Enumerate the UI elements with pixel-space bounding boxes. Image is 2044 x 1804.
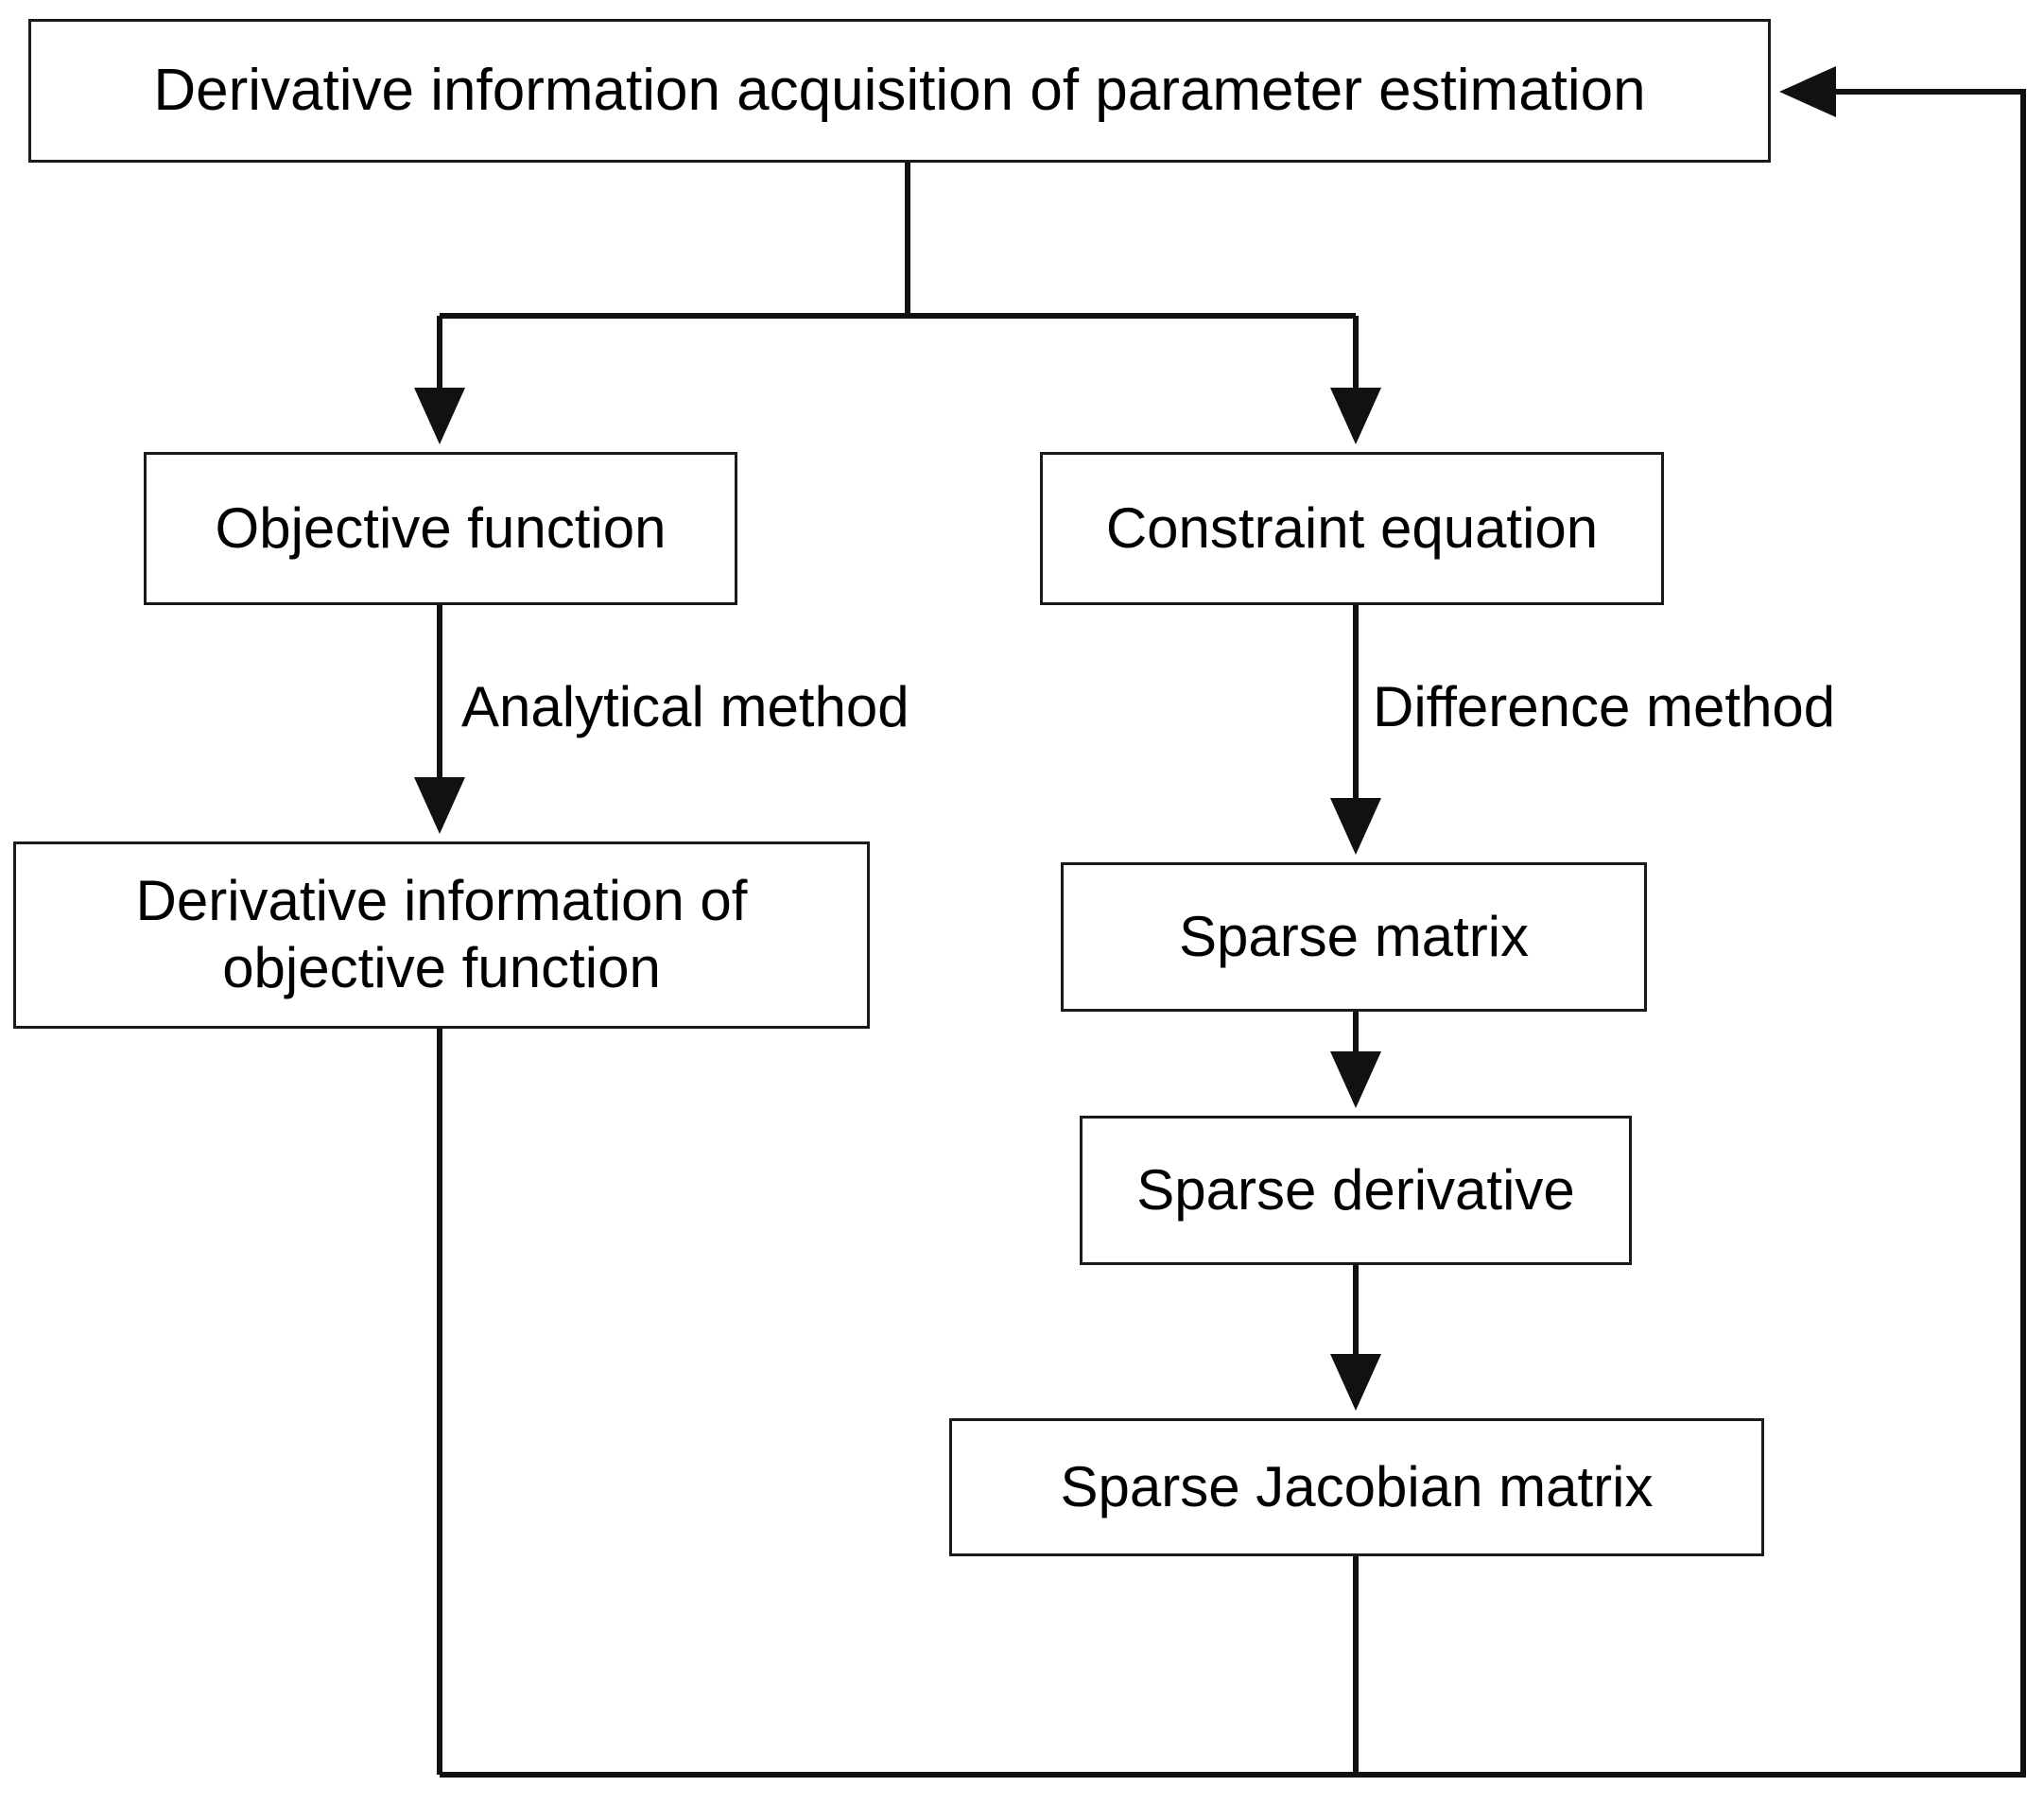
node-derivative-information-of-objective-function[interactable]: Derivative information of objective func…: [13, 841, 870, 1029]
node-sparse-derivative[interactable]: Sparse derivative: [1080, 1116, 1632, 1265]
node-sparse-jacobian-matrix[interactable]: Sparse Jacobian matrix: [949, 1418, 1764, 1556]
node-label: Sparse derivative: [1136, 1157, 1575, 1222]
node-label: Derivative information of objective func…: [135, 869, 748, 999]
node-label: Derivative information acquisition of pa…: [153, 58, 1646, 124]
edge-label-analytical-method: Analytical method: [461, 675, 909, 738]
node-constraint-equation[interactable]: Constraint equation: [1040, 452, 1664, 605]
edge-label-difference-method: Difference method: [1373, 675, 1836, 738]
node-label: Sparse matrix: [1178, 904, 1530, 968]
node-label: Sparse Jacobian matrix: [1060, 1454, 1654, 1518]
node-sparse-matrix[interactable]: Sparse matrix: [1061, 862, 1647, 1012]
node-objective-function[interactable]: Objective function: [144, 452, 737, 605]
node-derivative-information-acquisition[interactable]: Derivative information acquisition of pa…: [28, 19, 1771, 163]
node-label: Objective function: [215, 495, 667, 560]
node-label: Constraint equation: [1105, 495, 1599, 560]
